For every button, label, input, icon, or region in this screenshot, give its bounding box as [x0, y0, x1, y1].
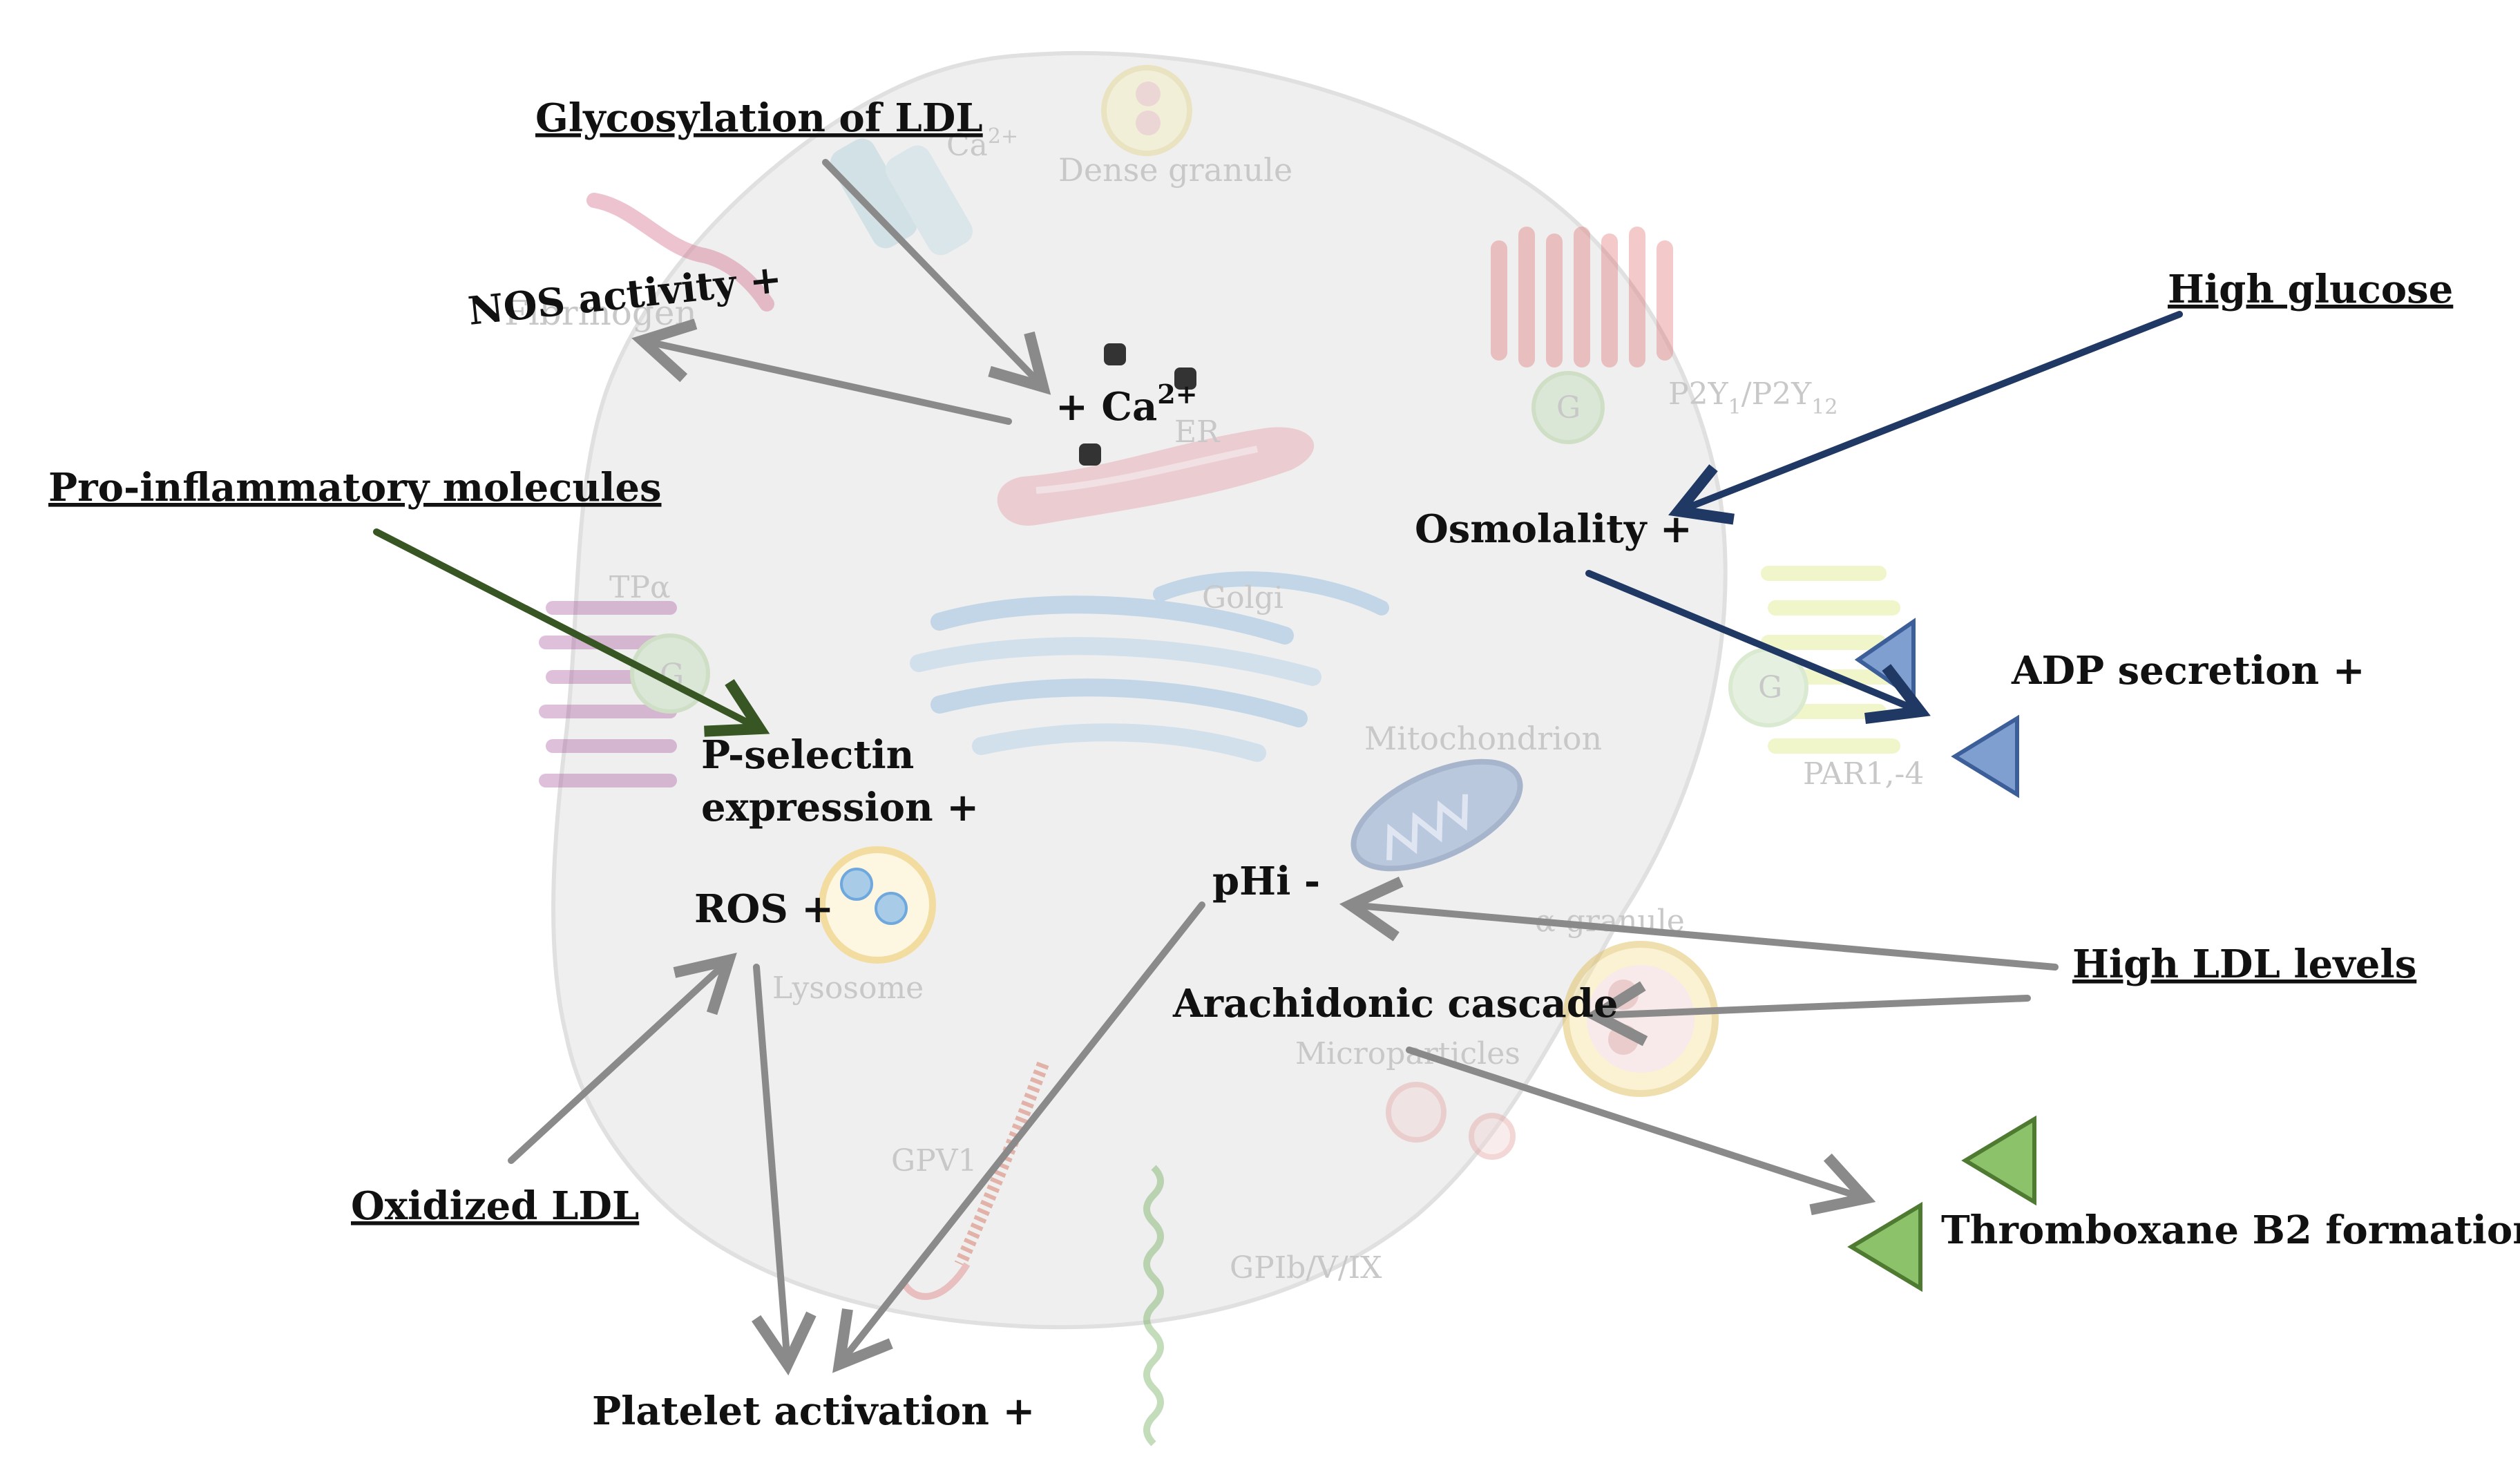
- arrow-inflammatory-to-pselectin: [373, 528, 770, 737]
- thromboxane-triangles-icon: [1847, 1115, 2036, 1292]
- er-label: ER: [1174, 414, 1221, 450]
- trigger-pro-inflammatory: Pro-inflammatory molecules: [48, 465, 662, 510]
- effect-thromboxane: Thromboxane B2 formation +: [1941, 1207, 2520, 1253]
- dense-granule-icon: [1101, 65, 1192, 156]
- arrow-ros-to-platelet: [752, 964, 817, 1376]
- ca-channel-label: Ca2+: [946, 124, 1018, 163]
- arrow-osmolality-to-adp: [1585, 570, 1931, 724]
- arrow-arachidonic-to-thromboxane: [1406, 1047, 1876, 1216]
- effect-platelet-activation: Platelet activation +: [592, 1388, 1035, 1434]
- trigger-high-glucose: High glucose: [2168, 267, 2453, 312]
- trigger-glycosylation: Glycosylation of LDL: [535, 95, 983, 141]
- arrow-ldl-to-arachidonic: [1584, 981, 2031, 1047]
- mitochondrion-icon: [1350, 758, 1523, 872]
- effect-p-selectin-line2: expression +: [701, 785, 979, 830]
- trigger-oxidized-ldl: Oxidized LDL: [351, 1183, 639, 1229]
- arrow-ldl-to-phi: [1339, 877, 2059, 971]
- tpa-label: TPα: [609, 570, 671, 605]
- golgi-label: Golgi: [1202, 580, 1283, 615]
- golgi-icon: [910, 571, 1389, 762]
- calcium-ion-icons: [1079, 343, 1196, 466]
- p2y-receptor-icon: [1491, 227, 1673, 444]
- gpib-receptor-icon: [1143, 1165, 1164, 1446]
- ca-channel-icon: [830, 138, 973, 256]
- arrow-phi-to-platelet: [832, 901, 1205, 1373]
- g-protein-label-1: G: [1556, 390, 1581, 426]
- microparticles-label: Microparticles: [1295, 1036, 1520, 1071]
- effect-ros: ROS +: [694, 886, 834, 932]
- arrow-glucose-to-osmolality: [1668, 311, 2183, 525]
- gpv1-label: GPV1: [891, 1143, 977, 1178]
- er-icon: [997, 427, 1315, 526]
- par-label: PAR1,-4: [1803, 756, 1924, 792]
- arrow-glycosylation-to-ca: [822, 159, 1051, 395]
- effect-p-selectin-line1: P-selectin: [701, 732, 914, 778]
- gpib-label: GPIb/V/IX: [1230, 1250, 1382, 1286]
- lysosome-label: Lysosome: [772, 971, 924, 1006]
- microparticles-icon: [1386, 1082, 1516, 1160]
- g-protein-label-3: G: [1758, 670, 1782, 705]
- fibrinogen-icon: [586, 193, 774, 312]
- arrow-ca-to-nos: [631, 318, 1012, 425]
- dense-granule-label: Dense granule: [1058, 151, 1292, 189]
- p2y-label: P2Y1/P2Y12: [1668, 376, 1838, 419]
- par-receptor-icon: [1728, 566, 1900, 754]
- effect-osmolality: Osmolality +: [1415, 506, 1692, 552]
- effect-arachidonic-cascade: Arachidonic cascade: [1172, 981, 1619, 1026]
- effect-calcium: + Ca2+: [1056, 379, 1198, 430]
- lysosome-icon: [819, 846, 936, 964]
- arrow-oxldl-to-ros: [508, 953, 737, 1164]
- mitochondrion-label: Mitochondrion: [1364, 720, 1602, 757]
- effect-adp-secretion: ADP secretion +: [2011, 648, 2365, 694]
- trigger-high-ldl: High LDL levels: [2072, 942, 2416, 987]
- gpv1-receptor-icon: [901, 1061, 1049, 1300]
- effect-phi: pHi -: [1212, 859, 1320, 904]
- platelet-cell-body: [551, 50, 1728, 1330]
